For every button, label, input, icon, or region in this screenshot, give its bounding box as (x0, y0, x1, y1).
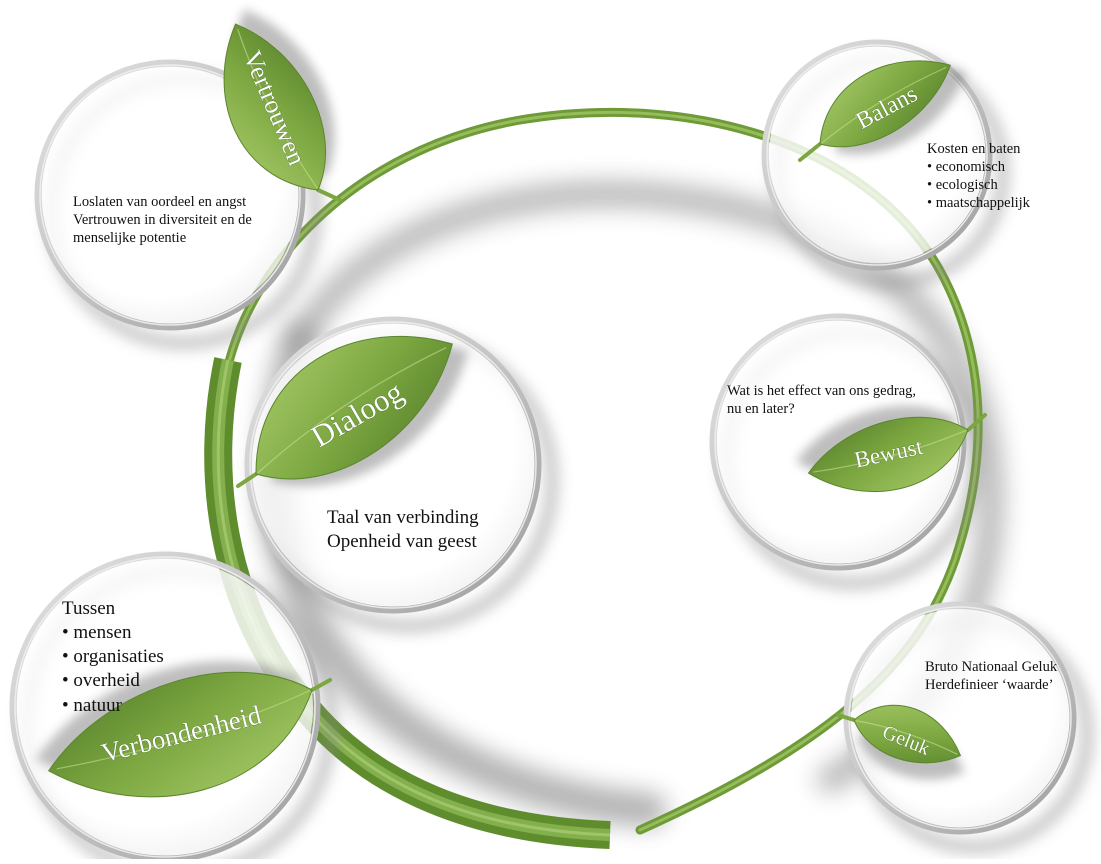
balans-intro: Kosten en baten (927, 141, 1021, 157)
balans-bullet-1: economisch (927, 158, 1030, 176)
balans-bullet-2: ecologisch (927, 176, 1030, 194)
dialoog-line-2: Openheid van geest (327, 531, 477, 553)
vertrouwen-text: Loslaten van oordeel en angst Vertrouwen… (73, 193, 252, 247)
vertrouwen-line-1: Loslaten van oordeel en angst (73, 194, 247, 210)
verbondenheid-bullet-1: mensen (62, 621, 164, 645)
vertrouwen-line-2: Vertrouwen in diversiteit en de (73, 212, 252, 229)
dialoog-text: Taal van verbinding Openheid van geest (327, 506, 479, 554)
verbondenheid-bullet-4: natuur (62, 694, 164, 718)
balans-text: Kosten en baten economisch ecologisch ma… (927, 140, 1030, 213)
bewust-leaf: Bewust (795, 405, 987, 493)
bewust-text: Wat is het effect van ons gedrag, nu en … (727, 382, 916, 418)
balans-bullet-3: maatschappelijk (927, 194, 1030, 212)
geluk-line-1: Bruto Nationaal Geluk (925, 659, 1058, 675)
vertrouwen-leaf: Vertrouwen (223, 9, 342, 202)
bewust-line-1: Wat is het effect van ons gedrag, (727, 383, 917, 399)
verbondenheid-text: Tussen mensen organisaties overheid natu… (62, 597, 164, 718)
geluk-text: Bruto Nationaal Geluk Herdefinieer ‘waar… (925, 658, 1057, 694)
verbondenheid-bullet-3: overheid (62, 669, 164, 693)
dialoog-leaf: Dialoog (236, 335, 468, 488)
verbondenheid-intro: Tussen (62, 598, 116, 619)
vertrouwen-line-3: menselijke potentie (73, 230, 187, 247)
verbondenheid-bullet-2: organisaties (62, 645, 163, 669)
vertrouwen-circle (34, 59, 323, 350)
geluk-line-2: Herdefinieer ‘waarde’ (925, 677, 1054, 694)
dialoog-line-1: Taal van verbinding (327, 507, 479, 528)
bewust-line-2: nu en later? (727, 401, 795, 418)
balans-leaf: Balans (798, 60, 966, 162)
geluk-leaf: Geluk (836, 704, 965, 780)
